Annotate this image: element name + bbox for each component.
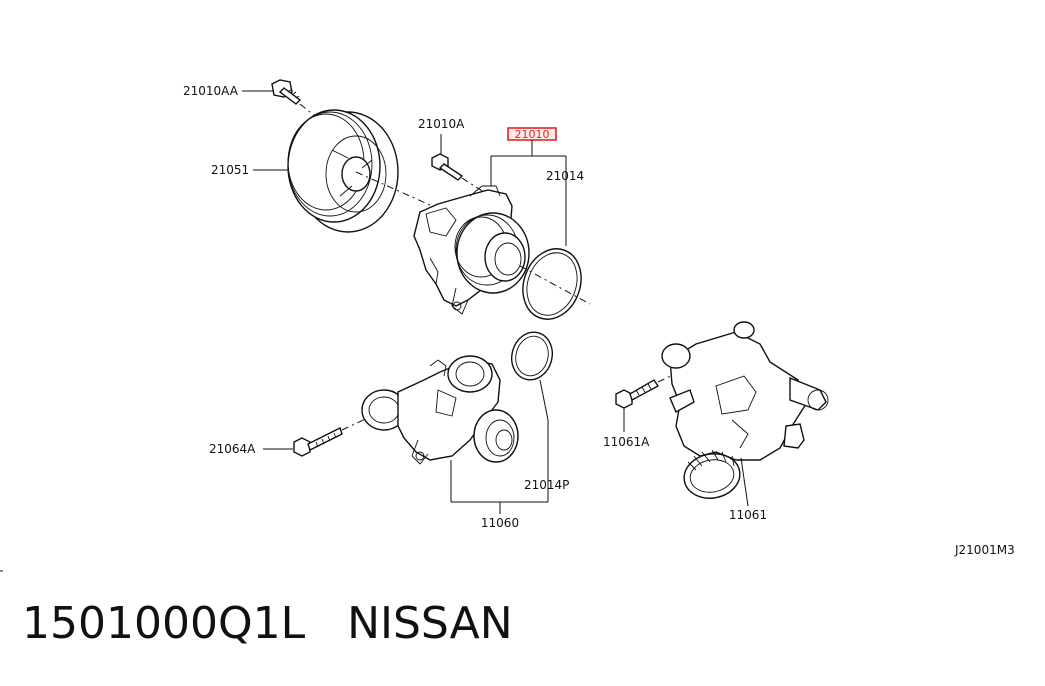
label-11061A: 11061A (603, 435, 650, 449)
diagram-code: J21001M3 (954, 543, 1015, 557)
footer-caption: 1501000Q1L NISSAN (22, 598, 513, 649)
bolt-21010A: 21010A (418, 117, 491, 197)
label-21010A: 21010A (418, 117, 465, 131)
label-21064A: 21064A (209, 442, 256, 456)
brand-name: NISSAN (347, 598, 513, 649)
bolt-11061A: 11061A (603, 361, 701, 449)
gasket-21014: 21014 (519, 169, 591, 320)
callout-21010: 21010 (490, 127, 567, 246)
pulley-21051: 21051 (211, 109, 431, 233)
label-21010: 21010 (515, 128, 550, 141)
gasket-21014P: 21014P (511, 331, 569, 492)
housing-11060: 11060 (361, 355, 549, 530)
label-21014: 21014 (546, 169, 584, 183)
label-21014P: 21014P (524, 478, 569, 492)
part-number: 1501000Q1L (22, 598, 306, 649)
label-21051: 21051 (211, 163, 249, 177)
caption-spacer (305, 598, 347, 649)
water-pump-body (413, 185, 530, 315)
label-11060: 11060 (481, 516, 519, 530)
housing-11061: 11061 (661, 321, 829, 522)
bolt-21064A: 21064A (209, 415, 373, 457)
label-21010AA: 21010AA (183, 84, 239, 98)
bolt-21010AA: 21010AA (183, 79, 331, 129)
label-11061: 11061 (729, 508, 767, 522)
